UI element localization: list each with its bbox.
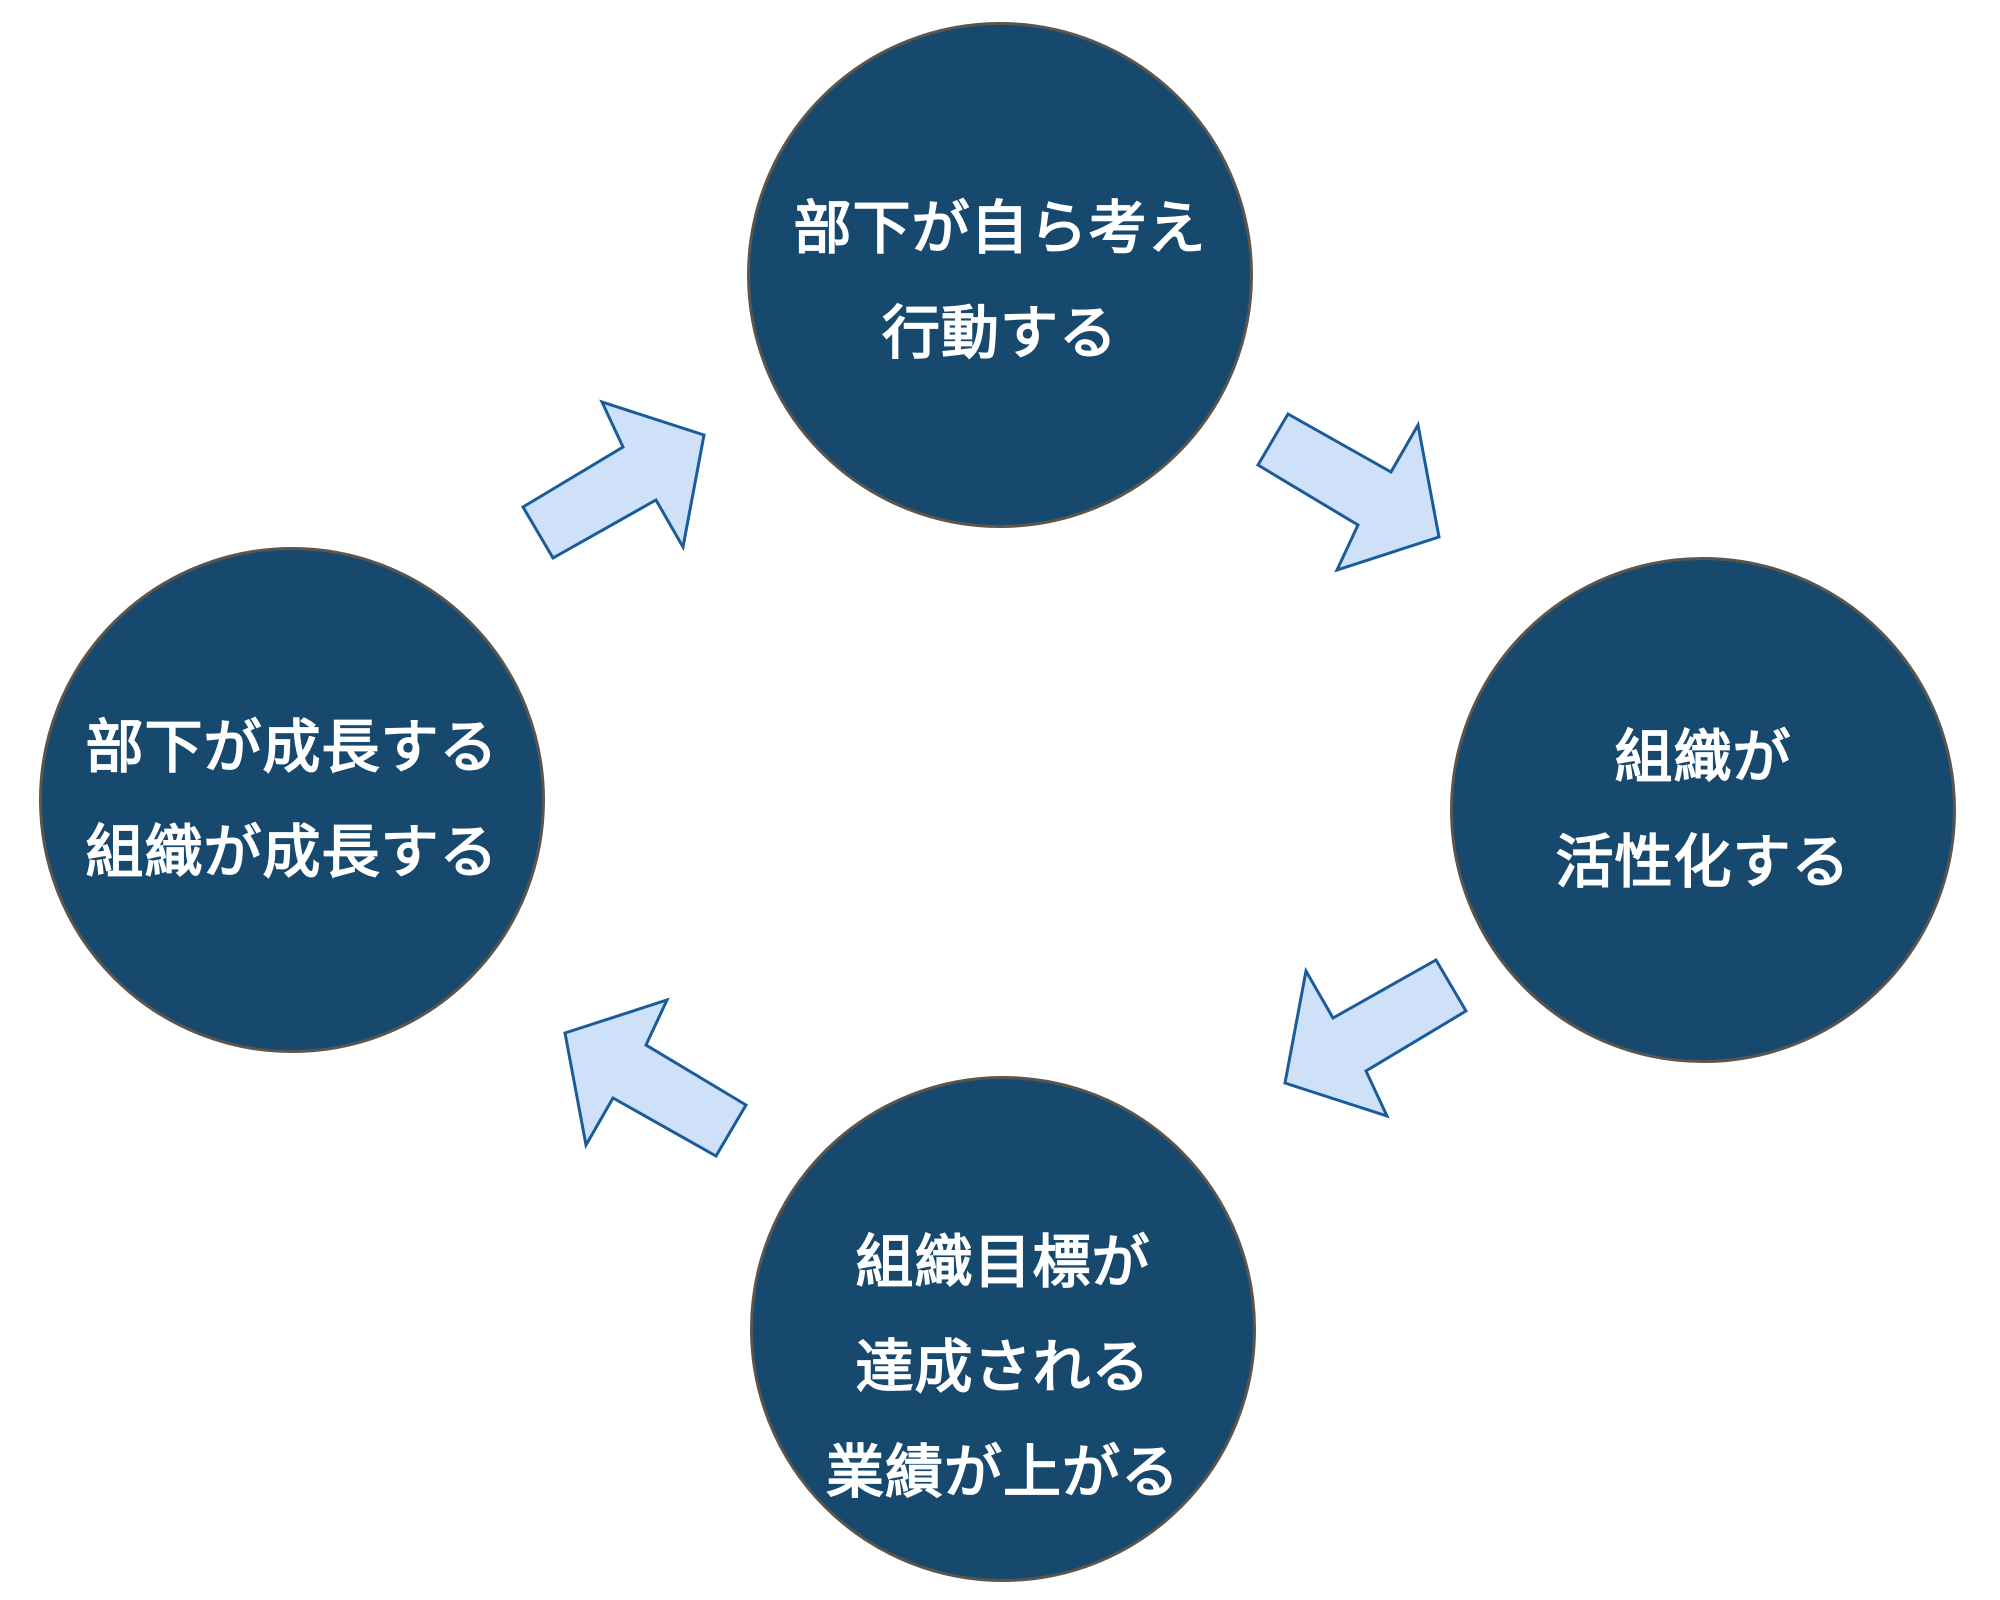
node-line: 活性化する [1555,830,1851,895]
node-line: 部下が自ら考え [793,196,1207,261]
node-line: 組織が成長する [85,820,499,885]
node-subordinates-act: 部下が自ら考え 行動する [747,22,1253,528]
node-text-block: 組織が 活性化する [1555,705,1850,915]
node-line: 業績が上がる [825,1439,1180,1505]
node-organization-activated: 組織が 活性化する [1450,557,1956,1063]
node-goals-achieved: 組織目標が 達成される 業績が上がる [750,1076,1256,1582]
arrow-right-to-bottom [1283,957,1469,1119]
node-text-block: 組織目標が 達成される 業績が上がる [826,1210,1180,1525]
arrow-left-to-top [520,399,706,561]
arrow-bottom-to-left [563,997,749,1159]
node-line: 行動する [881,301,1118,366]
node-text-block: 部下が自ら考え 行動する [793,176,1206,386]
node-line: 部下が成長する [85,715,499,780]
node-growth: 部下が成長する 組織が成長する [39,547,545,1053]
arrow-top-to-right [1255,411,1441,573]
node-line: 組織目標が [855,1229,1151,1295]
node-text-block: 部下が成長する 組織が成長する [85,695,498,905]
node-line: 組織が [1614,725,1792,790]
node-line: 達成される [855,1334,1151,1400]
